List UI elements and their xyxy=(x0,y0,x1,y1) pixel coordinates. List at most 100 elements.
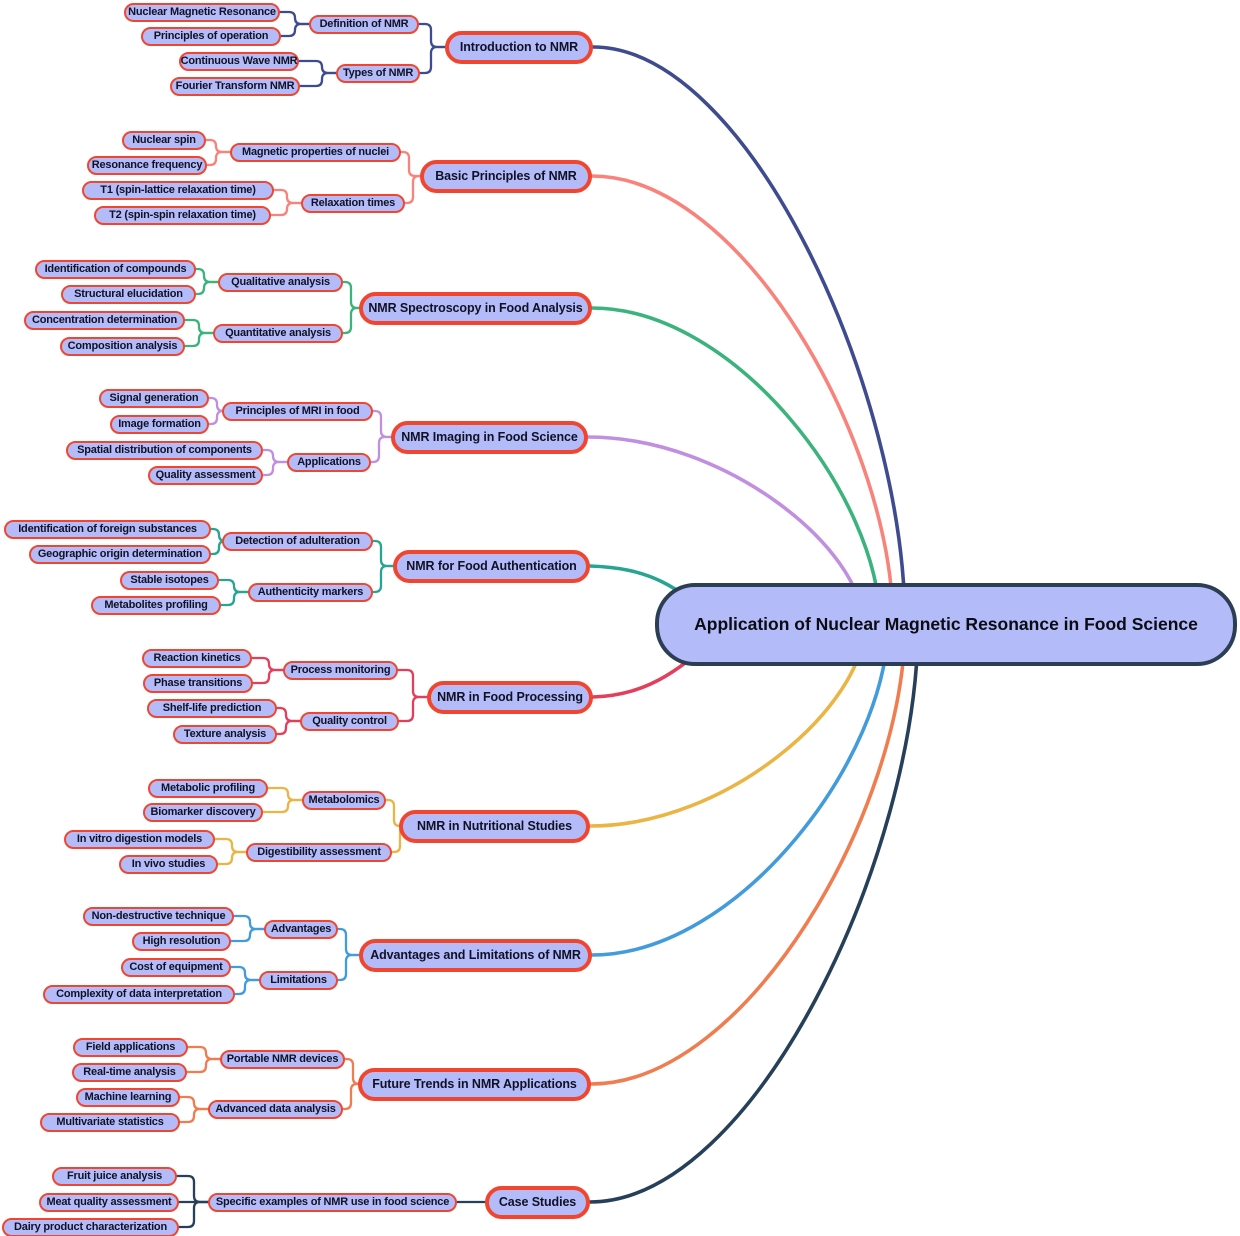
leaf-node[interactable]: Stable isotopes xyxy=(120,570,219,590)
subtopic-node[interactable]: Principles of MRI in food xyxy=(222,401,373,421)
connector-line xyxy=(278,22,317,38)
leaf-node[interactable]: Cost of equipment xyxy=(121,957,231,977)
connector-line xyxy=(260,460,295,477)
connector-line xyxy=(340,1082,366,1111)
connector-line xyxy=(193,280,226,296)
leaf-node[interactable]: Identification of compounds xyxy=(35,259,196,279)
connector-line xyxy=(228,927,272,943)
leaf-node[interactable]: Composition analysis xyxy=(60,336,185,356)
leaf-node[interactable]: Metabolic profiling xyxy=(148,778,268,798)
main-topic-node[interactable]: NMR Spectroscopy in Food Analysis xyxy=(359,291,592,325)
leaf-node[interactable]: Biomarker discovery xyxy=(143,802,263,822)
connector-line xyxy=(340,306,367,335)
connector-line xyxy=(215,850,254,866)
connector-line xyxy=(184,1057,228,1074)
connector-line xyxy=(590,174,895,626)
leaf-node[interactable]: Non-destructive technique xyxy=(83,906,234,926)
connector-line xyxy=(590,622,890,957)
connector-line xyxy=(417,45,453,75)
leaf-node[interactable]: Resonance frequency xyxy=(87,155,207,175)
leaf-node[interactable]: Meat quality assessment xyxy=(39,1192,179,1212)
subtopic-node[interactable]: Portable NMR devices xyxy=(220,1049,345,1069)
connector-line xyxy=(589,622,907,1086)
leaf-node[interactable]: Real-time analysis xyxy=(72,1062,187,1082)
leaf-node[interactable]: Continuous Wave NMR xyxy=(179,51,299,71)
leaf-node[interactable]: Shelf-life prediction xyxy=(147,698,277,718)
subtopic-node[interactable]: Metabolomics xyxy=(302,790,386,810)
subtopic-node[interactable]: Authenticity markers xyxy=(248,582,373,602)
main-topic-node[interactable]: Future Trends in NMR Applications xyxy=(358,1067,591,1101)
main-topic-node[interactable]: NMR in Nutritional Studies xyxy=(399,809,590,843)
leaf-node[interactable]: Fourier Transform NMR xyxy=(170,76,300,96)
leaf-node[interactable]: Texture analysis xyxy=(173,724,277,744)
connector-line xyxy=(176,1200,216,1229)
connector-line xyxy=(182,331,221,348)
connector-line xyxy=(274,719,308,736)
leaf-node[interactable]: Image formation xyxy=(110,414,209,434)
main-topic-node[interactable]: NMR for Food Authentication xyxy=(393,549,590,583)
leaf-node[interactable]: Concentration determination xyxy=(24,310,185,330)
connector-line xyxy=(398,150,428,178)
leaf-node[interactable]: Field applications xyxy=(73,1037,188,1057)
leaf-node[interactable]: Principles of operation xyxy=(141,26,281,46)
subtopic-node[interactable]: Specific examples of NMR use in food sci… xyxy=(208,1192,457,1212)
connector-line xyxy=(402,174,428,205)
subtopic-node[interactable]: Magnetic properties of nuclei xyxy=(230,142,401,162)
main-topic-node[interactable]: NMR Imaging in Food Science xyxy=(391,420,588,454)
subtopic-node[interactable]: Detection of adulteration xyxy=(222,531,373,551)
subtopic-node[interactable]: Applications xyxy=(287,452,371,472)
connector-line xyxy=(206,409,230,426)
connector-line xyxy=(204,150,238,167)
subtopic-node[interactable]: Qualitative analysis xyxy=(218,272,343,292)
connector-line xyxy=(591,45,907,626)
leaf-node[interactable]: High resolution xyxy=(132,931,231,951)
leaf-node[interactable]: Dairy product characterization xyxy=(2,1217,179,1236)
subtopic-node[interactable]: Quantitative analysis xyxy=(213,323,343,343)
leaf-node[interactable]: Identification of foreign substances xyxy=(4,519,211,539)
leaf-node[interactable]: Fruit juice analysis xyxy=(52,1166,177,1186)
connector-line xyxy=(588,622,920,1204)
leaf-node[interactable]: Nuclear Magnetic Resonance xyxy=(124,2,280,22)
connector-line xyxy=(335,953,367,982)
subtopic-node[interactable]: Advantages xyxy=(264,919,338,939)
subtopic-node[interactable]: Relaxation times xyxy=(301,193,405,213)
main-topic-node[interactable]: NMR in Food Processing xyxy=(427,680,593,714)
connector-line xyxy=(218,590,256,607)
leaf-node[interactable]: In vivo studies xyxy=(119,854,218,874)
leaf-node[interactable]: Structural elucidation xyxy=(61,284,196,304)
leaf-node[interactable]: T2 (spin-spin relaxation time) xyxy=(94,205,271,225)
main-topic-node[interactable]: Case Studies xyxy=(485,1185,590,1219)
leaf-node[interactable]: Spatial distribution of components xyxy=(66,440,263,460)
leaf-node[interactable]: Phase transitions xyxy=(143,673,253,693)
leaf-node[interactable]: Machine learning xyxy=(76,1087,180,1107)
subtopic-node[interactable]: Types of NMR xyxy=(336,63,420,83)
leaf-node[interactable]: Complexity of data interpretation xyxy=(43,984,235,1004)
subtopic-node[interactable]: Digestibility assessment xyxy=(246,842,392,862)
subtopic-node[interactable]: Advanced data analysis xyxy=(208,1099,343,1119)
leaf-node[interactable]: Geographic origin determination xyxy=(29,544,211,564)
subtopic-node[interactable]: Process monitoring xyxy=(283,660,398,680)
connector-line xyxy=(297,71,344,88)
central-topic-node[interactable]: Application of Nuclear Magnetic Resonanc… xyxy=(655,583,1237,666)
leaf-node[interactable]: Reaction kinetics xyxy=(142,648,252,668)
leaf-node[interactable]: Nuclear spin xyxy=(122,130,206,150)
connector-line xyxy=(232,978,267,996)
subtopic-node[interactable]: Limitations xyxy=(259,970,338,990)
leaf-node[interactable]: Metabolites profiling xyxy=(91,595,221,615)
connector-line xyxy=(260,798,310,814)
leaf-node[interactable]: In vitro digestion models xyxy=(64,829,215,849)
leaf-node[interactable]: T1 (spin-lattice relaxation time) xyxy=(82,180,274,200)
subtopic-node[interactable]: Quality control xyxy=(300,711,399,731)
leaf-node[interactable]: Signal generation xyxy=(99,388,209,408)
subtopic-node[interactable]: Definition of NMR xyxy=(309,14,419,34)
connector-line xyxy=(396,695,435,723)
connector-line xyxy=(250,668,291,685)
main-topic-node[interactable]: Advantages and Limitations of NMR xyxy=(359,938,592,972)
leaf-node[interactable]: Quality assessment xyxy=(148,465,263,485)
main-topic-node[interactable]: Basic Principles of NMR xyxy=(420,159,592,193)
leaf-node[interactable]: Multivariate statistics xyxy=(40,1112,180,1132)
main-topic-node[interactable]: Introduction to NMR xyxy=(445,30,593,64)
